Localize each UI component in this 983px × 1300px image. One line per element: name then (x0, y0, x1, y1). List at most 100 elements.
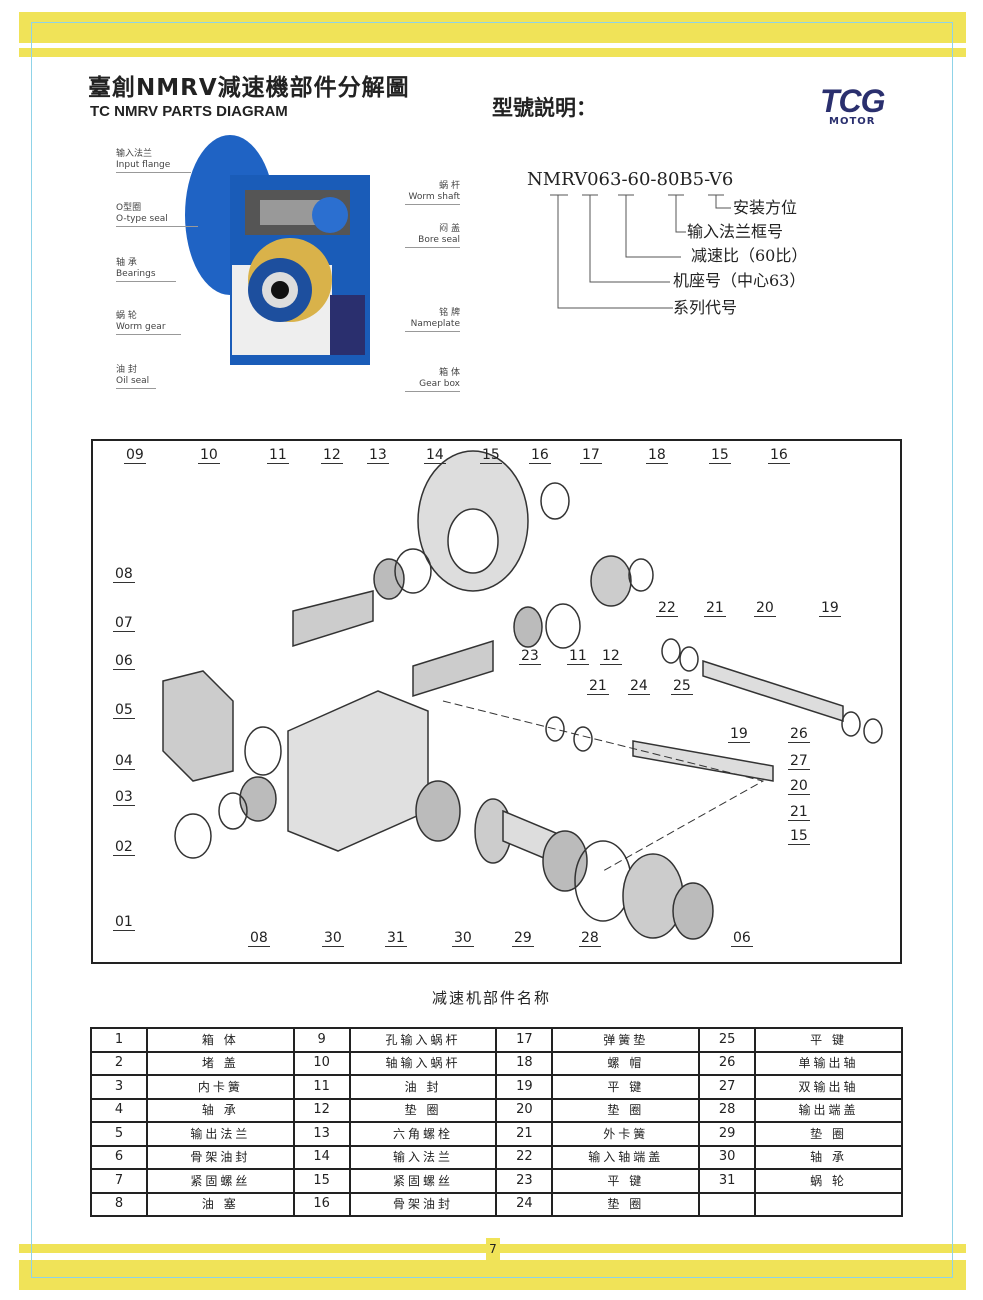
part-name: 轴 承 (754, 1144, 903, 1170)
callout-label: 26 (788, 726, 810, 743)
callout-label: 15 (709, 447, 731, 464)
part-name: 油 封 (348, 1074, 498, 1100)
part-name: 内卡簧 (145, 1074, 295, 1100)
callout-label: 24 (628, 678, 650, 695)
part-name: 垫 圈 (754, 1121, 903, 1147)
callout-label: 15 (480, 447, 502, 464)
part-name: 轴 承 (145, 1097, 295, 1123)
part-name: 六角螺栓 (348, 1121, 498, 1147)
callout-label: 01 (113, 914, 135, 931)
part-name: 紧固螺丝 (348, 1168, 498, 1194)
part-name: 平 键 (754, 1027, 903, 1053)
callout-label: 25 (671, 678, 693, 695)
callout-label: 21 (788, 804, 810, 821)
callout-label: 19 (819, 600, 841, 617)
callout-label: 09 (124, 447, 146, 464)
part-number: 4 (90, 1097, 148, 1123)
part-name: 骨架油封 (145, 1144, 295, 1170)
part-name: 垫 圈 (551, 1097, 701, 1123)
part-number: 29 (698, 1121, 757, 1147)
part-number: 1 (90, 1027, 148, 1053)
part-number: 8 (90, 1191, 148, 1217)
callout-label: 05 (113, 702, 135, 719)
callout-label: 12 (600, 648, 622, 665)
part-name: 弹簧垫 (551, 1027, 701, 1053)
logo: TCG MOTOR (820, 83, 886, 128)
gearbox-photo (185, 135, 370, 365)
part-number: 13 (292, 1121, 351, 1147)
callout-label: 04 (113, 753, 135, 770)
part-number: 20 (495, 1097, 554, 1123)
part-number: 5 (90, 1121, 148, 1147)
callout-label: 06 (113, 653, 135, 670)
callout-label: 07 (113, 615, 135, 632)
part-name: 孔输入蜗杆 (348, 1027, 498, 1053)
callout-label: 14 (424, 447, 446, 464)
part-name: 堵 盖 (145, 1050, 295, 1076)
callout-label: 21 (704, 600, 726, 617)
part-name: 单输出轴 (754, 1050, 903, 1076)
part-number: 27 (698, 1074, 757, 1100)
callout-label: 02 (113, 839, 135, 856)
part-name: 外卡簧 (551, 1121, 701, 1147)
part-number: 28 (698, 1097, 757, 1123)
part-number: 11 (292, 1074, 351, 1100)
part-number: 15 (292, 1168, 351, 1194)
callout-label: 16 (529, 447, 551, 464)
top-band (19, 12, 966, 43)
part-name: 输入法兰 (348, 1144, 498, 1170)
logo-text: TCG (820, 83, 886, 119)
page-title: 臺創NMRV減速機部件分解圖 (88, 75, 410, 101)
part-number: 25 (698, 1027, 757, 1053)
callout-label: 15 (788, 828, 810, 845)
part-name: 输出法兰 (145, 1121, 295, 1147)
part-number: 18 (495, 1050, 554, 1076)
callout-label: 21 (587, 678, 609, 695)
page-subtitle: TC NMRV PARTS DIAGRAM (90, 103, 288, 120)
callout-label: 06 (731, 930, 753, 947)
part-number: 7 (90, 1168, 148, 1194)
callout-label: 30 (322, 930, 344, 947)
callout-label: 16 (768, 447, 790, 464)
top-thin-band (19, 48, 966, 57)
callout-label: 08 (113, 566, 135, 583)
callout-label: 20 (754, 600, 776, 617)
part-number: 23 (495, 1168, 554, 1194)
parts-table-title: 减速机部件名称 (432, 989, 552, 1007)
part-number: 21 (495, 1121, 554, 1147)
bottom-band (19, 1260, 966, 1290)
part-number: 9 (292, 1027, 351, 1053)
callout-label: 22 (656, 600, 678, 617)
part-name: 垫 圈 (348, 1097, 498, 1123)
part-number: 2 (90, 1050, 148, 1076)
part-number: 31 (698, 1168, 757, 1194)
callout-label: 28 (579, 930, 601, 947)
callout-label: 13 (367, 447, 389, 464)
callout-label: 17 (580, 447, 602, 464)
callout-label: 11 (567, 648, 589, 665)
part-number: 10 (292, 1050, 351, 1076)
model-part: 减速比（60比） (691, 246, 808, 265)
part-name: 紧固螺丝 (145, 1168, 295, 1194)
callout-label: 18 (646, 447, 668, 464)
part-number: 14 (292, 1144, 351, 1170)
page-number: 7 (486, 1238, 500, 1260)
part-name: 箱 体 (145, 1027, 295, 1053)
model-part: 输入法兰框号 (687, 222, 784, 241)
logo-sub: MOTOR (829, 116, 876, 127)
part-name: 平 键 (551, 1074, 701, 1100)
part-number: 26 (698, 1050, 757, 1076)
part-name: 垫 圈 (551, 1191, 701, 1217)
part-number: 19 (495, 1074, 554, 1100)
